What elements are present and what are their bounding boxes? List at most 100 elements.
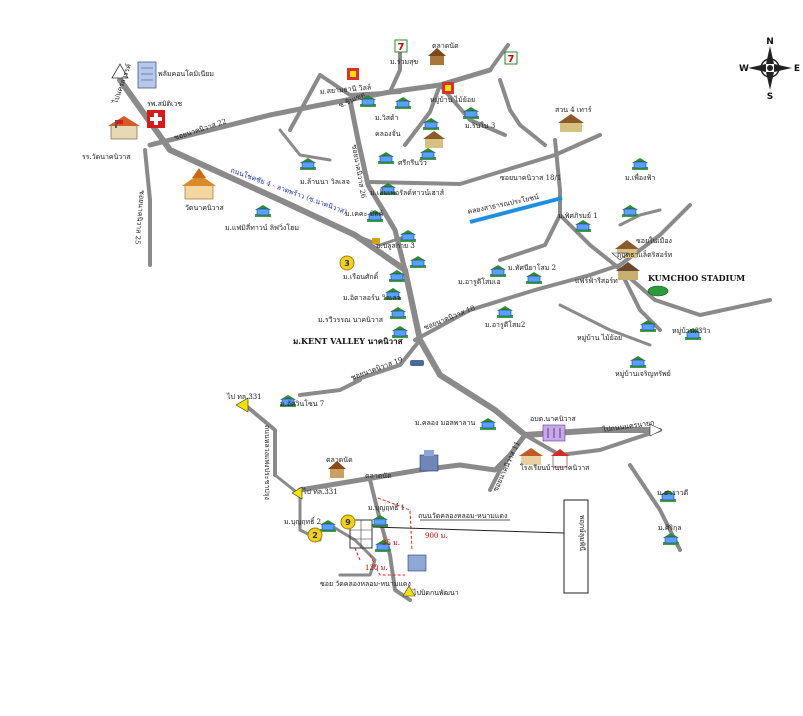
- house-icon: [375, 540, 391, 552]
- resort-icon: [558, 114, 584, 132]
- shop-icon: [442, 82, 454, 94]
- label-boonyarit2: ม.บุญฤทธิ์ 2: [284, 516, 321, 526]
- stadium-icon: [647, 285, 669, 297]
- label-market3: ตลาดนัด: [365, 472, 392, 480]
- house-icon: [395, 97, 411, 109]
- house-icon: [480, 418, 496, 430]
- house-icon: [390, 307, 406, 319]
- label-emerald: ม.เอ็มเพอรัลด์ทาวน์เฮาส์: [370, 188, 445, 197]
- label-family-town: ม.แฟมิลี่ทาวน์ ลิฟวิ่งโฮม: [225, 223, 299, 232]
- label-rinmai: ม.รินใน 3: [465, 121, 495, 130]
- house-icon: [320, 520, 336, 532]
- label-porn1: ม.พิศภิรมย์ 1: [558, 212, 598, 220]
- label-raweewan: ม.รวีวรรณ นาคนิวาส: [318, 316, 384, 324]
- label-market2: ตลาดนัด: [326, 456, 353, 464]
- compass-s: S: [767, 92, 773, 102]
- label-italian: ม.อิตาลอร์น วิลเลจ: [343, 294, 401, 302]
- label-main-road: ถนนโชคชัย 4 - ลาดพร้าว (ซ.นาคนิวาส): [229, 165, 348, 216]
- label-dist-900: 900 ม.: [425, 532, 447, 540]
- road-network: [117, 43, 772, 602]
- label-aruyo2: ม.อารูดีโสม2: [485, 320, 525, 329]
- condo-icon: [137, 61, 157, 89]
- shop-icon: [347, 68, 359, 80]
- label-rd-25: ซอยนาคนิวาส 25: [133, 190, 146, 245]
- label-kumchoo: KUMCHOO STADIUM: [648, 273, 745, 283]
- school-icon: [519, 448, 543, 465]
- label-rd-prapun: ถนนหลวงแพ่งประชาปรุง: [263, 425, 271, 500]
- label-dist-35: 35 ม.: [382, 539, 400, 547]
- house-icon: [420, 148, 436, 160]
- label-rd-wat-bottom: ซอย วัดคลองหลอม-หนามแดง: [320, 580, 411, 588]
- house-icon: [378, 152, 394, 164]
- label-kent-valley: ม.KENT VALLEY นาคนิวาส: [293, 336, 403, 346]
- svg-text:7: 7: [398, 42, 405, 53]
- label-project: พฤกษ์ลุมพินี: [578, 515, 586, 551]
- label-ruamsuk: ม.ร่วมสุข: [390, 58, 418, 66]
- resort-icon: [616, 262, 640, 280]
- house-icon: [392, 326, 408, 338]
- house-icon: [632, 158, 648, 170]
- house-icon: [300, 158, 316, 170]
- label-sirikul: ม.ศิริกุล: [658, 524, 682, 532]
- house-icon: [360, 95, 376, 107]
- label-wisa: ม.วิสต้า: [375, 114, 399, 122]
- label-baan-mai: หมู่บ้าน ไม้ย้อย: [577, 333, 622, 342]
- school-icon: [108, 116, 140, 140]
- pointer-line: [372, 526, 565, 534]
- compass-rose: N S W E: [739, 37, 800, 102]
- svg-text:2: 2: [312, 531, 318, 540]
- house-icon: [640, 320, 656, 332]
- house-icons: [255, 95, 701, 552]
- label-dist-130: 130 ม.: [365, 564, 387, 572]
- house-icon: [280, 395, 296, 407]
- label-town2: ม.ทัศนียาโสม 2: [508, 263, 556, 272]
- house-icon: [660, 490, 676, 502]
- label-boonyarit: ม.บุญฤทธิ์ 1: [368, 502, 405, 512]
- house-icon: [255, 205, 271, 217]
- store-icon: [428, 48, 446, 65]
- office-icon: [542, 424, 566, 442]
- house-icon: [389, 270, 405, 282]
- label-rd-wat: ถนนวัดคลองหลอม-หนามแดง: [418, 512, 507, 520]
- label-cake: ม.เรือนศักดิ์: [343, 271, 380, 281]
- house-icon: [575, 220, 591, 232]
- house-icon: [400, 230, 416, 242]
- seven-eleven-icon: 7: [394, 39, 408, 53]
- arrow-icon: [111, 63, 663, 597]
- label-rd-19: ซอยนาคนิวาส 19: [350, 356, 404, 382]
- label-inner-road: ซอยในเมือง: [636, 236, 672, 245]
- hotel-icon: [407, 554, 427, 572]
- svg-text:9: 9: [345, 518, 351, 527]
- label-temple: วัดนาคนิวาส: [185, 204, 225, 212]
- label-rd-18: ซอยนาคนิวาส 18: [423, 304, 477, 332]
- svg-text:7: 7: [508, 54, 515, 65]
- label-green: ม.เพื่องฟ้า: [625, 173, 655, 182]
- marker-9: 9: [340, 514, 356, 530]
- label-sri: ศรีกรีนวิว: [398, 159, 427, 167]
- project-box: [563, 499, 589, 594]
- label-police: อบต.นาคนิวาส: [530, 415, 576, 423]
- house-icon: [630, 356, 646, 368]
- hospital-icon: [147, 110, 165, 128]
- house-icon: [663, 533, 679, 545]
- marker-2: 2: [307, 527, 323, 543]
- seven-eleven-icon: 7: [504, 51, 518, 65]
- market-icon: [328, 461, 346, 478]
- market-icon: [372, 238, 380, 244]
- house-icon: [685, 328, 701, 340]
- label-to-nonthaburi: ไปบิดกนพัฒนา: [412, 588, 459, 597]
- house-icon: [490, 265, 506, 277]
- label-clock: ม.คลอง มอลพาลาน: [415, 419, 476, 427]
- label-resort2: แฟร์ฟ้ารีสอร์ท: [575, 277, 618, 285]
- temple-icon: [182, 168, 216, 200]
- house-icon: [622, 205, 638, 217]
- marker-3: 3: [339, 255, 355, 271]
- house-icon: [423, 118, 439, 130]
- house-icon: [497, 306, 513, 318]
- label-baan: หมู่บ้าน ไม้ย้อย: [430, 95, 475, 104]
- label-condo: พลัมคอนโดมิเนียม: [158, 69, 214, 78]
- house-icon: [367, 210, 383, 222]
- compass-w: W: [739, 64, 749, 74]
- house-icon: [526, 272, 542, 284]
- label-kitti: หมู่บ้านเจริญทรัพย์: [615, 370, 671, 378]
